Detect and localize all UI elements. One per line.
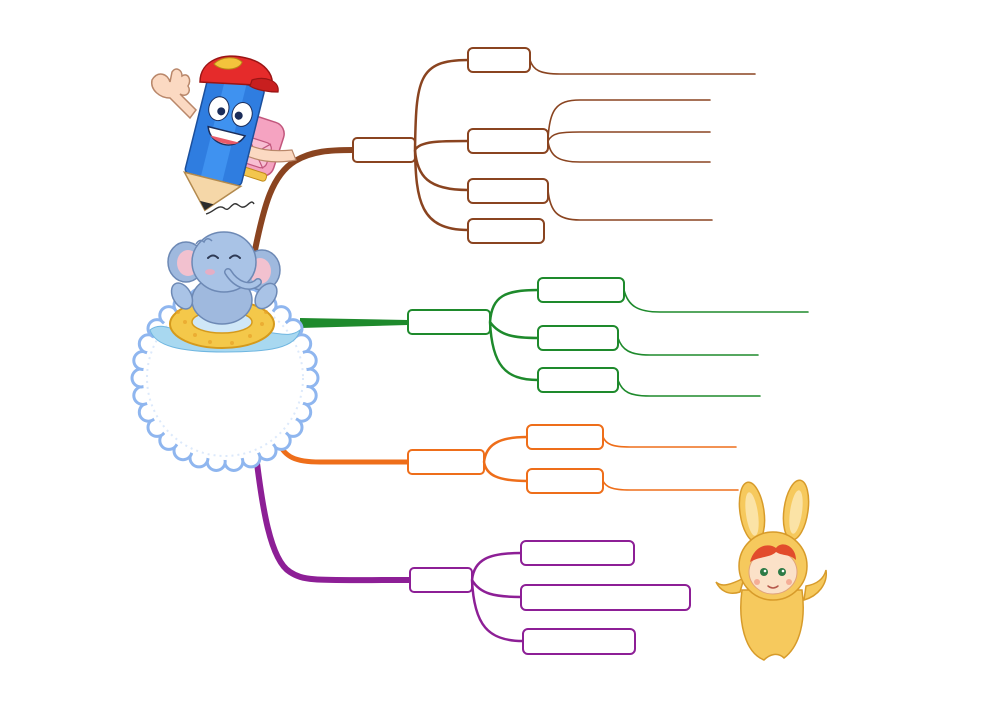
branch-1-detail-line[interactable]: [547, 131, 711, 142]
branch-2-main-topic-box[interactable]: [407, 309, 491, 335]
branch-1-detail-line[interactable]: [547, 189, 713, 221]
branch-4: [253, 452, 691, 655]
branch-1-trunk: [252, 147, 356, 253]
branch-4-subtopic-3-box[interactable]: [522, 628, 636, 655]
branch-2-detail-line[interactable]: [617, 379, 761, 397]
branch-4-trunk: [253, 452, 413, 584]
elephant-swim-ring-icon: [149, 231, 301, 353]
branch-2-detail-line[interactable]: [623, 289, 809, 313]
branch-4-subtopic-1-box[interactable]: [520, 540, 635, 566]
branch-1-subtopic-4-box[interactable]: [467, 218, 545, 244]
branch-4-subtopic-2-box[interactable]: [520, 584, 691, 611]
branch-1: [252, 47, 756, 253]
branch-1-subtopic-1-box[interactable]: [467, 47, 531, 73]
branch-2-subtopic-2-box[interactable]: [537, 325, 619, 351]
bunny-costume-child-icon: [715, 479, 827, 661]
branch-2-trunk: [300, 318, 408, 328]
branch-3-detail-line[interactable]: [602, 436, 737, 448]
branch-3: [275, 424, 739, 494]
branch-3-main-topic-box[interactable]: [407, 449, 485, 475]
branch-1-subtopic-2-box[interactable]: [467, 128, 549, 154]
branch-2-subtopic-3-box[interactable]: [537, 367, 619, 393]
branch-1-detail-line[interactable]: [547, 140, 711, 163]
branch-3-subtopic-2-box[interactable]: [526, 468, 604, 494]
branch-2: [300, 277, 809, 397]
branch-1-detail-line[interactable]: [547, 99, 711, 142]
pencil-character-icon: [151, 55, 297, 215]
branch-2-detail-line[interactable]: [617, 337, 759, 356]
branch-3-subtopic-1-box[interactable]: [526, 424, 604, 450]
branch-2-subtopic-1-box[interactable]: [537, 277, 625, 303]
branch-3-detail-line[interactable]: [602, 480, 739, 491]
branch-4-main-topic-box[interactable]: [409, 567, 473, 593]
branch-1-subtopic-3-box[interactable]: [467, 178, 549, 204]
branch-3-trunk: [275, 439, 411, 465]
branch-1-main-topic-box[interactable]: [352, 137, 416, 163]
branch-1-detail-line[interactable]: [529, 59, 756, 75]
